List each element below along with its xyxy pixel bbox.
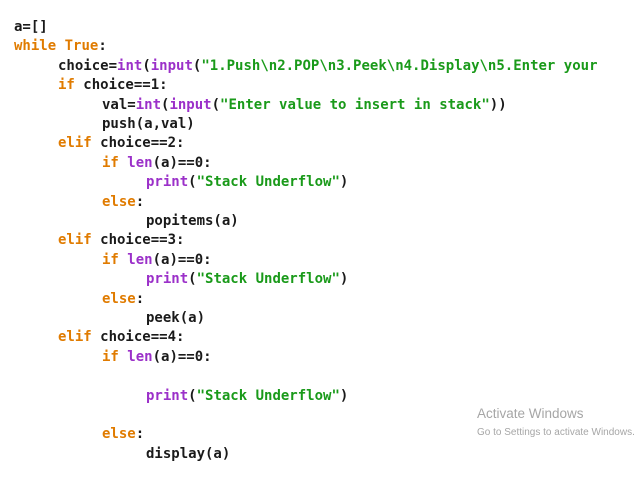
code-token-string: "Enter value to insert in stack"	[220, 96, 490, 113]
code-line: print("Stack Underflow")	[146, 269, 348, 289]
code-token-text: (a)==0:	[152, 251, 212, 268]
code-token-text: :	[135, 193, 145, 210]
code-token-builtin: len	[127, 251, 153, 268]
code-token-keyword: else	[102, 193, 136, 210]
code-token-text: display(a)	[146, 445, 231, 462]
code-token-text: choice==1:	[74, 77, 168, 94]
code-token-text: (	[188, 387, 197, 404]
code-token-keyword: while	[14, 38, 57, 55]
code-token-text: (	[161, 96, 170, 113]
code-line: if len(a)==0:	[102, 347, 212, 367]
code-token-text: (	[188, 271, 197, 288]
code-token-string: "Stack Underflow"	[196, 271, 340, 288]
code-token-string: "Stack Underflow"	[196, 387, 340, 404]
code-token-builtin: print	[146, 174, 189, 191]
code-token-text: )	[339, 271, 349, 288]
code-token-text: (a)==0:	[152, 348, 212, 365]
code-token-builtin: len	[127, 348, 153, 365]
code-token-builtin: int	[117, 57, 143, 74]
code-token-builtin: print	[146, 271, 189, 288]
code-line: elif choice==4:	[58, 327, 184, 347]
code-line: peek(a)	[146, 308, 205, 328]
code-token-text: choice==3:	[91, 232, 185, 249]
code-token-text: ))	[489, 96, 507, 113]
code-line: elif choice==2:	[58, 133, 184, 153]
code-token-text: popitems(a)	[146, 213, 239, 229]
code-line: if len(a)==0:	[102, 250, 212, 270]
code-token-keyword: elif	[58, 135, 92, 152]
watermark-subtitle: Go to Settings to activate Windows.	[477, 427, 635, 438]
watermark-title: Activate Windows	[477, 406, 584, 421]
code-token-text: val=	[102, 96, 136, 113]
code-line: while True:	[14, 36, 107, 56]
code-token-keyword: elif	[58, 329, 92, 346]
activate-windows-watermark: Activate Windows Go to Settings to activ…	[477, 405, 638, 440]
code-line: print("Stack Underflow")	[146, 172, 348, 192]
code-token-string: "1.Push\n2.POP\n3.Peek\n4.Display\n5.Ent…	[201, 57, 598, 74]
code-token-keyword: if	[102, 348, 119, 365]
code-token-builtin: input	[150, 57, 193, 74]
code-line: if len(a)==0:	[102, 153, 212, 173]
code-line: else:	[102, 289, 144, 309]
code-token-text: (	[142, 57, 151, 74]
code-token-keyword: if	[58, 77, 75, 94]
code-token-text: :	[135, 426, 145, 443]
code-token-text: :	[135, 290, 145, 307]
code-token-text: choice=	[58, 57, 118, 74]
code-token-string: "Stack Underflow"	[196, 174, 340, 191]
code-token-text: (	[192, 57, 202, 74]
code-line: popitems(a)	[146, 211, 239, 231]
code-token-keyword: True	[64, 38, 99, 55]
code-token-text: :	[98, 38, 107, 55]
code-token-text: choice==2:	[91, 135, 185, 152]
code-line: choice=int(input("1.Push\n2.POP\n3.Peek\…	[58, 56, 598, 76]
code-line: a=[]	[14, 17, 48, 37]
code-token-builtin: len	[127, 154, 153, 171]
code-token-builtin: int	[135, 96, 162, 113]
code-token-text: )	[339, 174, 349, 191]
code-line: print("Stack Underflow")	[146, 386, 348, 406]
code-token-text: a=[]	[14, 19, 48, 35]
code-token-keyword: if	[102, 154, 119, 171]
code-token-text: (a)==0:	[152, 154, 212, 171]
code-token-text: push(a,val)	[102, 116, 195, 132]
code-token-keyword: if	[102, 251, 119, 268]
code-line: val=int(input("Enter value to insert in …	[102, 95, 507, 115]
code-line: if choice==1:	[58, 75, 168, 95]
code-line: display(a)	[146, 444, 230, 464]
code-token-builtin: print	[146, 387, 189, 404]
code-line: else:	[102, 424, 144, 444]
code-token-text: choice==4:	[91, 329, 185, 346]
code-line: else:	[102, 192, 144, 212]
code-token-keyword: else	[102, 426, 136, 443]
code-token-text: peek(a)	[146, 310, 206, 326]
code-token-text	[56, 38, 64, 54]
code-line: push(a,val)	[102, 114, 195, 134]
code-token-text: (	[188, 174, 197, 191]
code-token-keyword: elif	[58, 232, 92, 249]
code-token-keyword: else	[102, 290, 136, 307]
code-token-text: (	[211, 96, 221, 113]
code-token-builtin: input	[169, 96, 212, 113]
code-token-text: )	[339, 387, 349, 404]
code-line: elif choice==3:	[58, 230, 184, 250]
